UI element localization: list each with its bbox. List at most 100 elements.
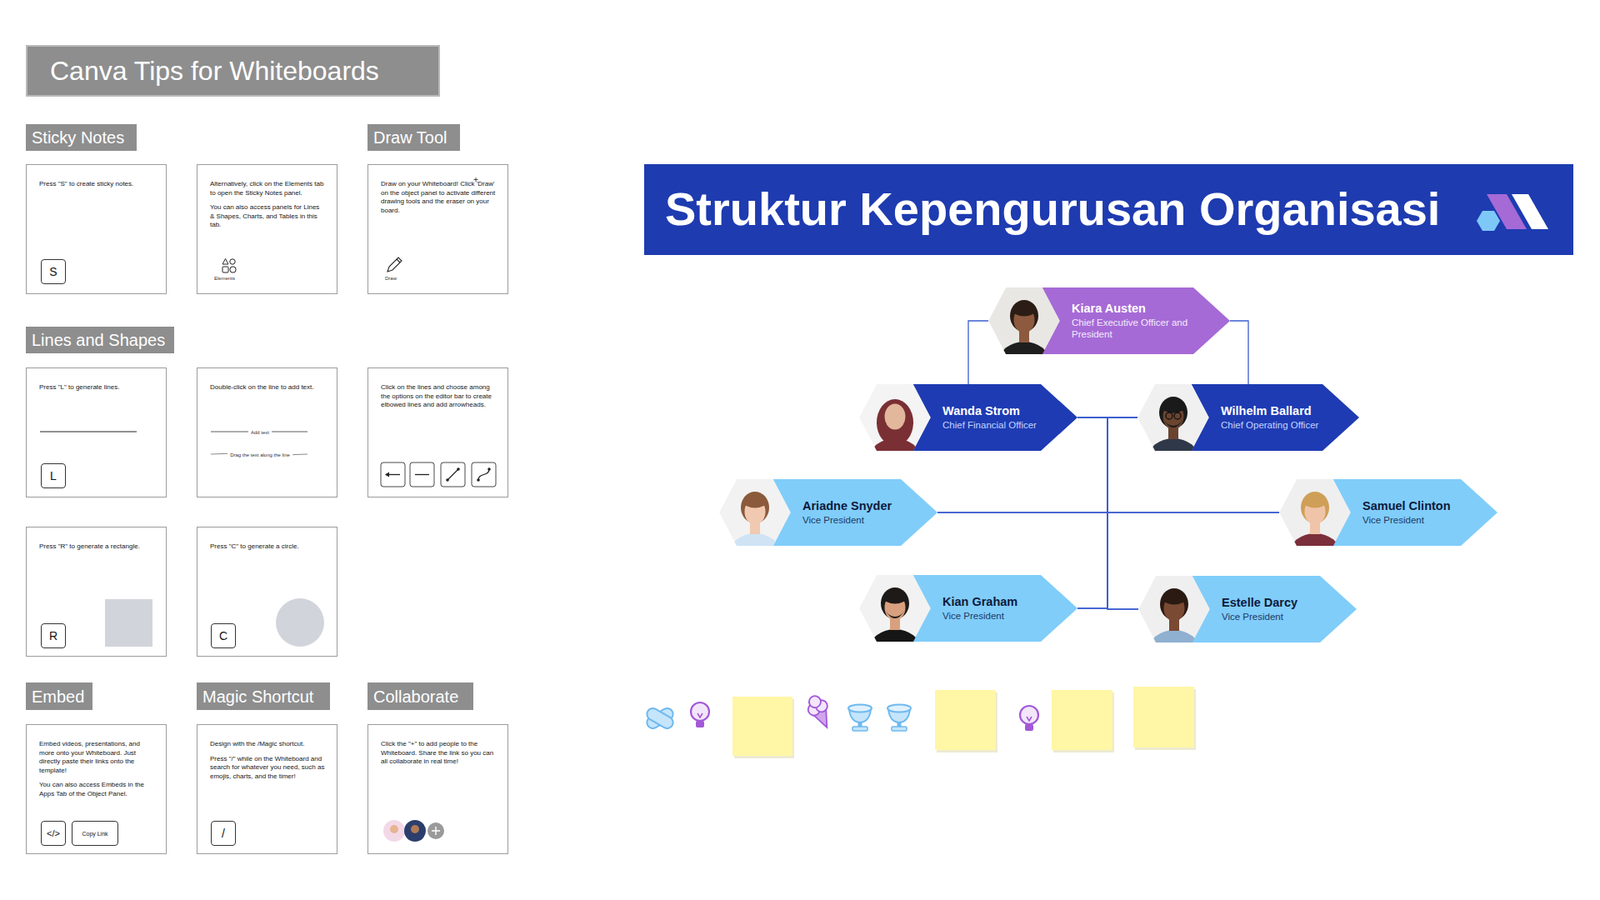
org-connector — [1230, 320, 1249, 385]
avatar — [383, 820, 405, 842]
hair-top — [1162, 400, 1185, 414]
tip-label: Elements — [214, 275, 235, 281]
page-heading: Canva Tips for Whiteboards — [25, 45, 440, 97]
hand — [645, 705, 675, 730]
tip-card: Design with the /Magic shortcut.Press "/… — [196, 724, 338, 855]
person-line: Chief Operating Officer — [1220, 419, 1319, 431]
tip-card: Draw on your Whiteboard! Click 'Draw' on… — [367, 164, 509, 295]
hair-top — [1163, 592, 1186, 605]
icon-square — [222, 266, 229, 273]
avatar-face — [390, 825, 399, 834]
tip-text: Press "C" to generate a circle. — [210, 542, 325, 552]
band-label: Sticky Notes — [31, 128, 125, 148]
end-dot — [487, 467, 491, 471]
tip-card: Press "L" to generate lines. L — [25, 367, 167, 498]
line-option-button — [471, 462, 496, 487]
person-box: Kian GrahamVice President — [859, 575, 1078, 642]
add-button — [427, 822, 445, 840]
card-body: Press "L" to generate lines. — [39, 383, 155, 399]
trophy-rim — [848, 705, 872, 713]
card-body: Press "C" to generate a circle. — [210, 542, 325, 558]
handshake-sticker — [645, 705, 675, 730]
tip-card: Alternatively, click on the Elements tab… — [196, 164, 338, 295]
trophy-sticker — [887, 705, 911, 732]
section-header: Sticky Notes — [25, 124, 137, 151]
sample-rectangle — [105, 599, 153, 647]
org-connector — [1077, 417, 1138, 609]
bulb-glass — [690, 702, 710, 721]
tip-text: You can also access Embeds in the Apps T… — [39, 780, 155, 799]
tip-text: Press "/" while on the Whiteboard and se… — [210, 755, 325, 782]
bulb-filament — [697, 713, 703, 718]
band-label: Lines and Shapes — [31, 330, 165, 350]
portrait — [719, 479, 791, 575]
portrait — [1279, 479, 1351, 575]
bulb-glass — [1020, 705, 1039, 725]
trophy-rim — [887, 705, 911, 713]
key-label: / — [221, 826, 225, 840]
icecream-sticker — [803, 692, 836, 732]
line-glyph — [478, 469, 490, 480]
person-text: Samuel ClintonVice President — [1362, 499, 1451, 526]
key-cap: Copy Link — [71, 820, 119, 846]
avatar-face — [410, 825, 420, 834]
person-line: Chief Financial Officer — [942, 419, 1037, 431]
tip-card: Click the "+" to add people to the White… — [367, 724, 509, 855]
logo — [1473, 189, 1557, 240]
sample-line — [40, 431, 137, 433]
trophy-sticker — [848, 705, 872, 732]
person-text: Ariadne SnyderVice President — [802, 499, 892, 526]
shirt — [869, 629, 921, 671]
tip-label: Add text — [248, 430, 272, 435]
shirt — [1148, 630, 1200, 672]
bulb-base — [695, 720, 705, 728]
tip-text: Double-click on the line to add text. — [210, 383, 325, 393]
person-line: Wilhelm Ballard — [1220, 404, 1319, 420]
key-cap: / — [210, 820, 236, 846]
sticky-note — [1051, 690, 1113, 750]
band-label: Embed — [31, 686, 85, 706]
icon-triangle — [222, 259, 229, 265]
hair-top — [1304, 495, 1327, 509]
tip-text: Press "R" to generate a rectangle. — [39, 542, 155, 552]
shirt — [869, 438, 921, 480]
portrait — [1138, 575, 1210, 672]
person-line: Kiara Austen — [1071, 301, 1190, 317]
tip-card: Press "C" to generate a circle.C — [196, 526, 338, 657]
person-box: Estelle DarcyVice President — [1138, 575, 1357, 643]
avatar — [404, 820, 426, 842]
key-cap: S — [40, 259, 66, 285]
line-option-button — [410, 462, 435, 487]
section-header: Draw Tool — [367, 124, 460, 151]
key-cap: </> — [40, 820, 66, 846]
band-label: Magic Shortcut — [202, 686, 314, 706]
sticky-note — [935, 690, 996, 750]
person-line: Vice President — [942, 610, 1018, 622]
key-label: L — [50, 469, 57, 483]
org-connector — [968, 320, 989, 385]
bulb-sticker — [690, 702, 710, 728]
card-body: Press "R" to generate a rectangle. — [39, 542, 155, 558]
person-box: Samuel ClintonVice President — [1279, 479, 1498, 546]
beard — [1163, 419, 1184, 428]
tip-text: Click the "+" to add people to the White… — [380, 740, 496, 767]
icon-circle — [230, 259, 235, 265]
button-frame — [440, 462, 465, 487]
line-option-button — [380, 462, 405, 487]
face — [885, 404, 906, 430]
bulb-base — [1025, 724, 1034, 731]
sticky-note — [1133, 686, 1195, 748]
key-cap: R — [40, 623, 66, 649]
tip-text: Embed videos, presentations, and more on… — [39, 740, 155, 775]
person-text: Wanda StromChief Financial Officer — [942, 404, 1037, 431]
headscarf — [876, 399, 914, 446]
pencil-icon — [387, 257, 402, 272]
title-text: Struktur Kepengurusan Organisasi — [665, 181, 1440, 236]
org-connector — [1107, 417, 1139, 610]
person-line: Vice President — [1362, 514, 1451, 526]
person-line: Vice President — [802, 514, 892, 526]
key-label: Copy Link — [81, 830, 108, 837]
glasses — [1165, 412, 1173, 420]
hair-top — [1013, 304, 1036, 317]
